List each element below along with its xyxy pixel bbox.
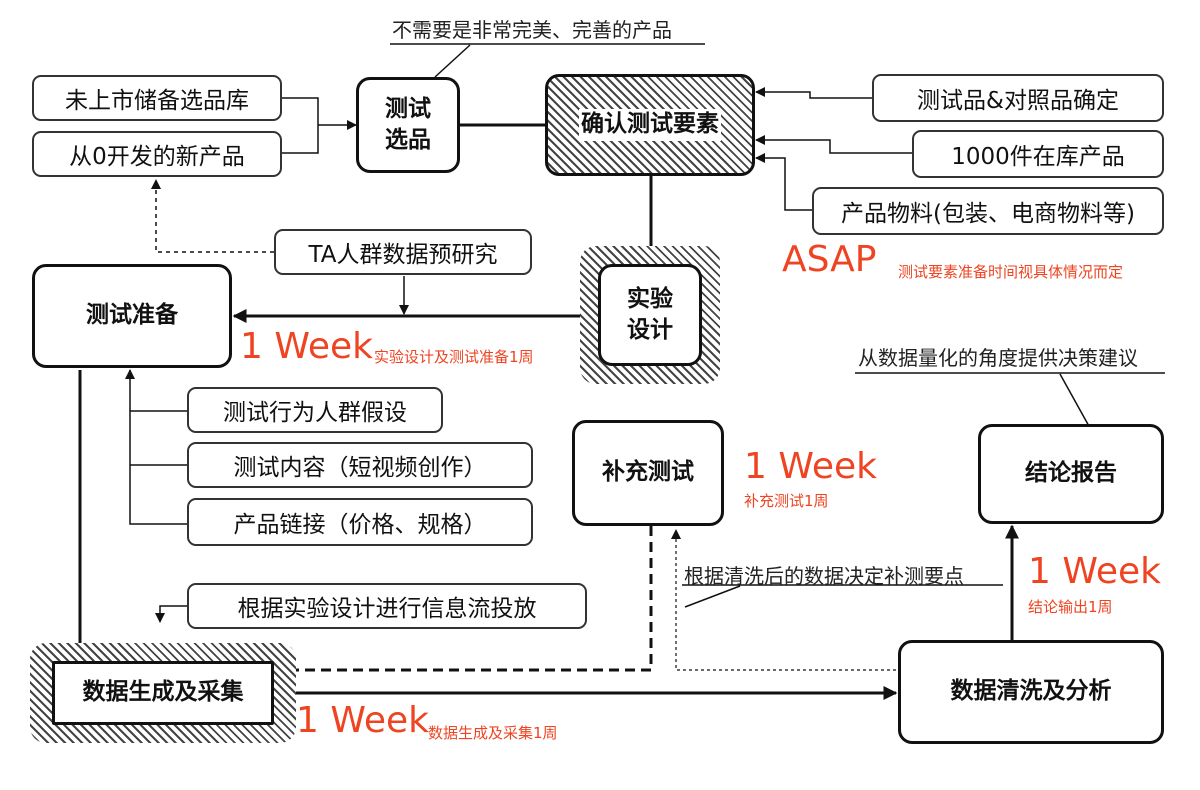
test-prep-box: 测试准备 — [32, 264, 232, 368]
supplement-test-box: 补充测试 — [572, 420, 724, 526]
data-generation-label: 数据生成及采集 — [82, 679, 244, 706]
supplement-to-generate-dashed — [274, 526, 653, 677]
unlisted-products-label: 未上市储备选品库 — [65, 88, 249, 114]
fromzero-to-merge — [282, 125, 319, 154]
inventory-box: 1000件在库产品 — [912, 130, 1164, 178]
materials-arrow — [755, 153, 812, 211]
experiment-design-label-1: 实验 — [627, 285, 673, 312]
decide-points-note: 根据清洗后的数据决定补测要点 — [684, 564, 964, 588]
confirm-test-elements-label: 确认测试要素 — [579, 109, 721, 141]
asap-label: ASAP — [782, 239, 877, 280]
week-generation-description: 数据生成及采集1周 — [428, 724, 558, 742]
materials-box: 产品物料(包装、电商物料等) — [812, 187, 1164, 235]
hypothesis-label: 测试行为人群假设 — [223, 400, 407, 426]
quant-note-leader — [1059, 373, 1091, 429]
inventory-label: 1000件在库产品 — [951, 144, 1125, 170]
delivery-label: 根据实验设计进行信息流投放 — [237, 596, 537, 622]
experiment-design-box: 实验 设计 — [598, 264, 702, 366]
delivery-box: 根据实验设计进行信息流投放 — [187, 583, 587, 629]
supplement-test-label: 补充测试 — [602, 459, 694, 486]
test-vs-control-label: 测试品&对照品确定 — [917, 88, 1119, 114]
product-link-box: 产品链接（价格、规格） — [187, 498, 533, 546]
testvscontrol-arrow — [755, 87, 872, 99]
unlisted-to-merge — [282, 97, 319, 125]
test-vs-control-box: 测试品&对照品确定 — [872, 74, 1164, 122]
conclusion-report-box: 结论报告 — [978, 424, 1164, 524]
data-cleaning-box: 数据清洗及分析 — [898, 640, 1164, 744]
ta-research-box: TA人群数据预研究 — [274, 229, 532, 275]
data-generation-box: 数据生成及采集 — [52, 661, 274, 725]
week-supplement-description: 补充测试1周 — [744, 492, 829, 510]
week-design-description: 实验设计及测试准备1周 — [374, 348, 534, 366]
prep-inputs-bracket — [129, 410, 187, 525]
experiment-design-label-2: 设计 — [627, 317, 673, 343]
inventory-arrow — [755, 135, 912, 154]
data-cleaning-label: 数据清洗及分析 — [950, 678, 1112, 705]
conclusion-report-label: 结论报告 — [1025, 460, 1117, 487]
confirm-test-elements-box: 确认测试要素 — [545, 74, 755, 176]
new-product-label: 从0开发的新产品 — [69, 144, 245, 170]
week-report-description: 结论输出1周 — [1028, 598, 1113, 616]
product-link-label: 产品链接（价格、规格） — [233, 512, 487, 538]
test-selection-box: 测试 选品 — [356, 77, 460, 173]
week-supplement-label: 1 Week — [744, 446, 877, 487]
decide-points-leader — [684, 585, 741, 608]
content-box: 测试内容（短视频创作） — [187, 442, 533, 488]
materials-label: 产品物料(包装、电商物料等) — [841, 201, 1135, 227]
new-product-box: 从0开发的新产品 — [32, 131, 282, 177]
week-report-label: 1 Week — [1028, 551, 1161, 592]
top-note: 不需要是非常完美、完善的产品 — [392, 18, 672, 42]
top-note-leader — [434, 44, 471, 78]
test-prep-label: 测试准备 — [86, 302, 178, 329]
ta-research-label: TA人群数据预研究 — [308, 242, 498, 268]
quant-note: 从数据量化的角度提供决策建议 — [858, 346, 1138, 370]
week-design-label: 1 Week — [240, 326, 373, 367]
unlisted-products-box: 未上市储备选品库 — [32, 75, 282, 121]
test-selection-label-1: 测试 — [385, 95, 431, 122]
delivery-arrow — [155, 605, 187, 623]
hypothesis-box: 测试行为人群假设 — [187, 387, 443, 433]
cleaning-to-supplement-dashed — [671, 529, 896, 671]
ta-to-fromzero-dashed — [151, 179, 274, 253]
test-selection-label-2: 选品 — [385, 127, 431, 153]
content-label: 测试内容（短视频创作） — [233, 455, 487, 481]
week-generation-label: 1 Week — [296, 700, 429, 741]
asap-description: 测试要素准备时间视具体情况而定 — [898, 263, 1124, 281]
